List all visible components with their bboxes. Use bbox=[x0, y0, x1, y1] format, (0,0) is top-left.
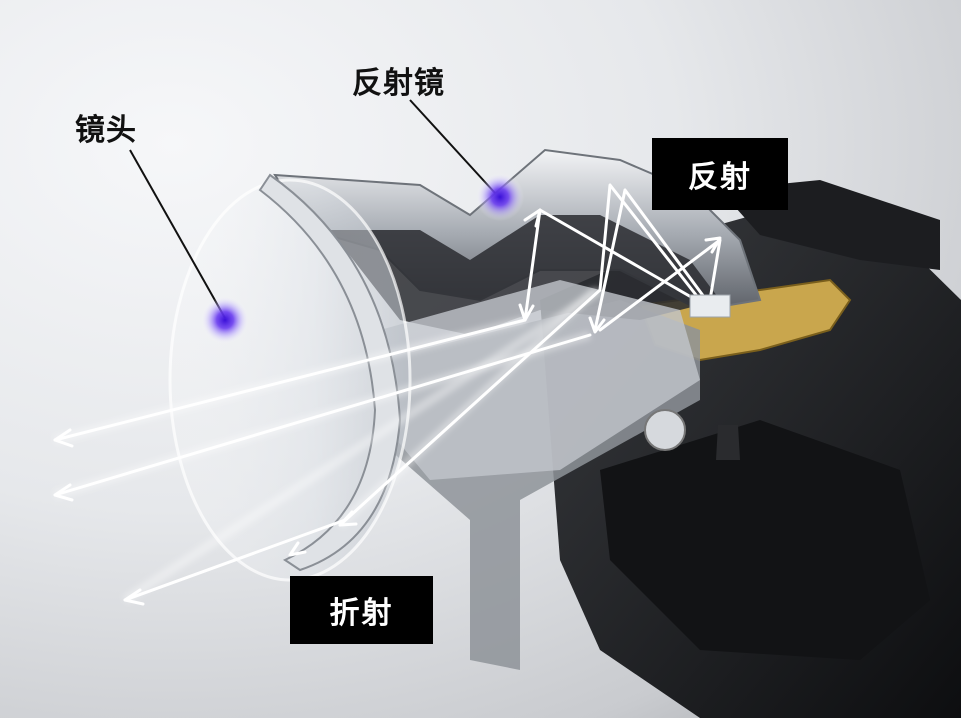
refraction-label: 折射 bbox=[290, 576, 433, 644]
projector-barrel bbox=[380, 280, 700, 480]
adjuster-screw bbox=[644, 409, 686, 451]
leader-line-reflector bbox=[409, 99, 496, 194]
lens-label: 镜头 bbox=[75, 113, 137, 148]
ray-reflection-2 bbox=[593, 188, 712, 332]
arrowhead-2 bbox=[53, 483, 74, 502]
leader-line-lens bbox=[129, 149, 226, 319]
reflector-marker bbox=[476, 173, 524, 221]
arrowhead-4 bbox=[338, 510, 358, 527]
reflector-label: 反射镜 bbox=[352, 66, 445, 101]
ray-reflection-4 bbox=[598, 183, 702, 302]
arrowhead-7 bbox=[588, 316, 606, 334]
ray-out-4 bbox=[338, 288, 602, 527]
light-source bbox=[689, 294, 731, 318]
arrowhead-6 bbox=[518, 303, 535, 322]
ray-out-1 bbox=[53, 318, 527, 442]
ray-out-2 bbox=[53, 333, 592, 497]
lens-rim bbox=[258, 173, 402, 572]
housing-lower-block bbox=[600, 420, 930, 660]
ray-arrowheads bbox=[53, 208, 722, 606]
reflection-label: 反射 bbox=[652, 138, 788, 210]
arrowhead-9 bbox=[523, 208, 542, 228]
adjuster-knob bbox=[716, 425, 740, 460]
arrowhead-1 bbox=[53, 428, 74, 448]
lens-marker bbox=[201, 296, 249, 344]
arrowhead-3 bbox=[123, 588, 145, 606]
arrowhead-8 bbox=[704, 236, 722, 254]
arrowhead-5 bbox=[288, 541, 307, 557]
ray-out-3 bbox=[123, 518, 347, 602]
